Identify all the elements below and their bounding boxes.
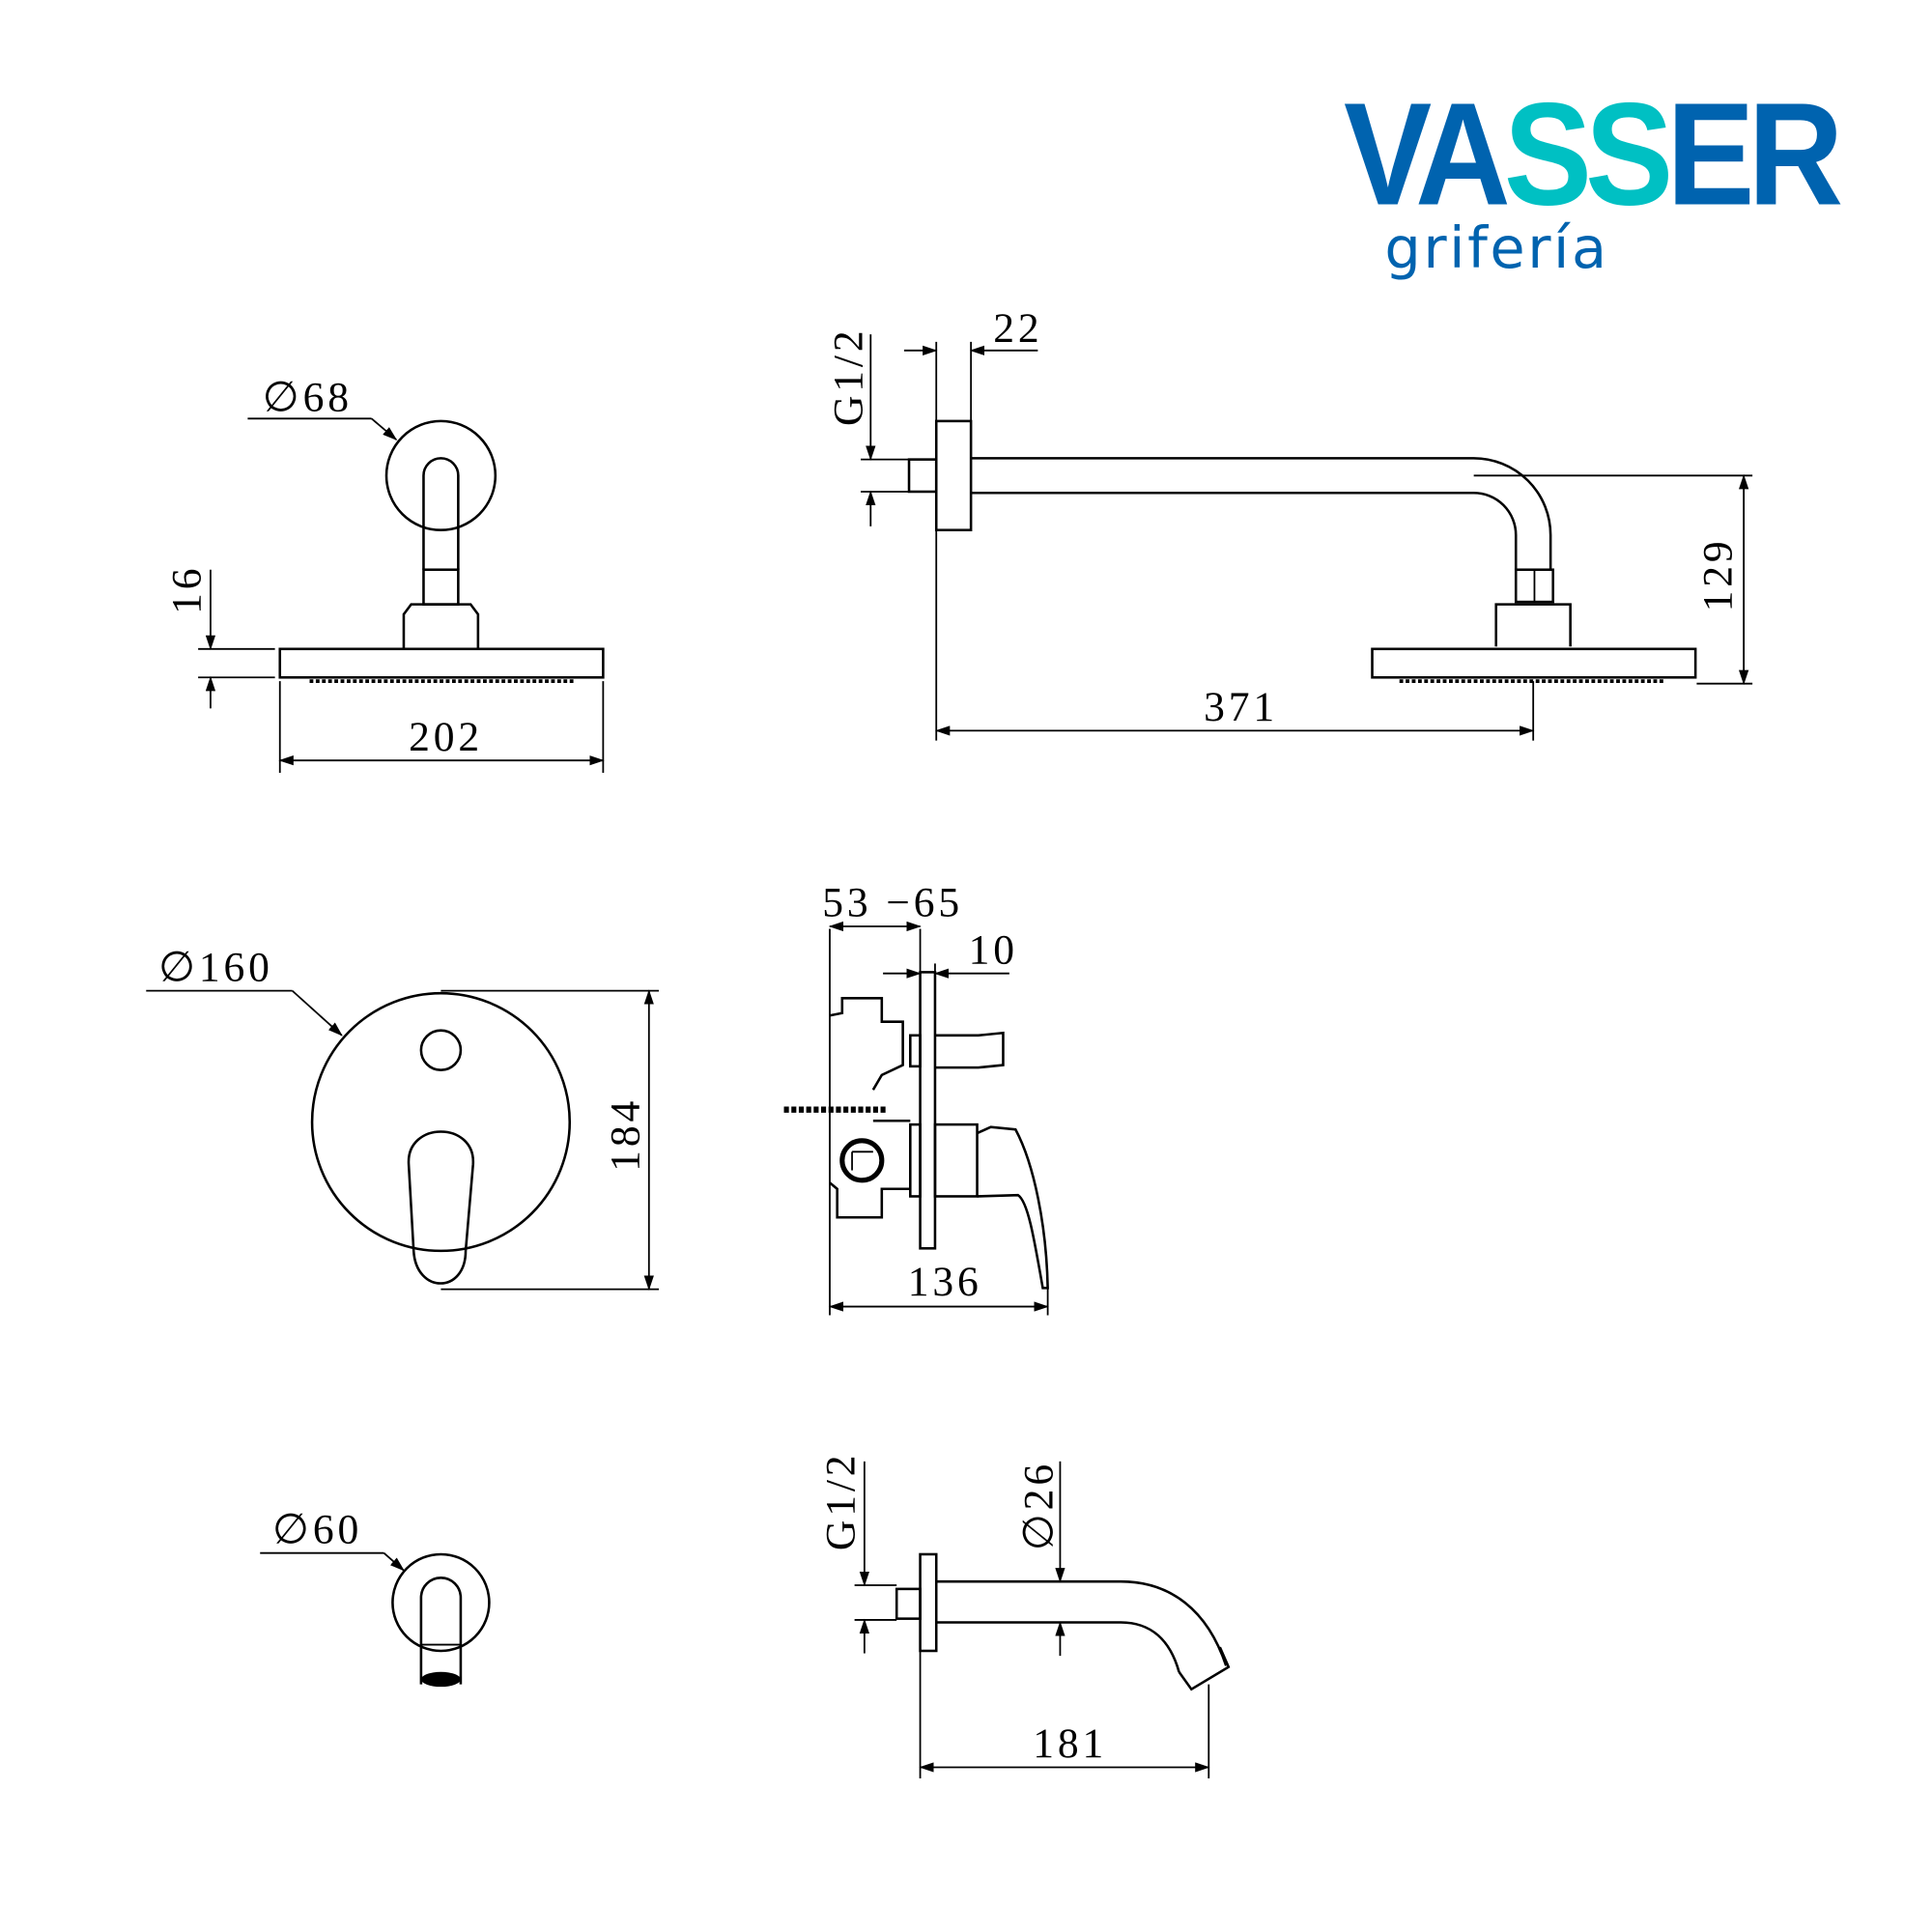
shower-arm-side-view: 22 G1/2 371 129 bbox=[825, 305, 1753, 741]
flange-dimension: 22 bbox=[993, 305, 1042, 352]
total-depth-dimension: 136 bbox=[908, 1259, 982, 1305]
pipe-diameter-dimension: ∅26 bbox=[1016, 1461, 1063, 1550]
mixer-front-view: 184 ∅160 bbox=[146, 944, 660, 1291]
thread-dimension: G1/2 bbox=[818, 1452, 865, 1551]
spout-side-view: G1/2 ∅26 181 bbox=[818, 1452, 1231, 1779]
diameter-dimension: ∅68 bbox=[263, 375, 353, 421]
width-dimension: 202 bbox=[409, 714, 483, 760]
depth-range-dimension: 53 −65 bbox=[822, 880, 963, 926]
vasser-logo: VASSER grifería bbox=[1344, 73, 1849, 281]
plate-dimension: 10 bbox=[969, 926, 1018, 973]
spout-front-view: ∅60 bbox=[260, 1506, 491, 1688]
reach-dimension: 371 bbox=[1204, 684, 1278, 730]
diameter-dimension: ∅60 bbox=[272, 1506, 362, 1552]
length-dimension: 181 bbox=[1033, 1720, 1107, 1767]
diameter-dimension: ∅160 bbox=[158, 944, 273, 990]
thread-dimension: G1/2 bbox=[825, 327, 871, 426]
logo-subtitle: grifería bbox=[1384, 214, 1608, 281]
height-dimension: 184 bbox=[603, 1097, 649, 1172]
svg-text:VASSER: VASSER bbox=[1344, 73, 1841, 237]
height-dimension: 16 bbox=[164, 565, 211, 614]
shower-head-front-view: 202 16 ∅68 bbox=[164, 375, 605, 774]
mixer-side-view: 53 −65 10 136 bbox=[783, 880, 1049, 1316]
drop-dimension: 129 bbox=[1694, 537, 1741, 611]
